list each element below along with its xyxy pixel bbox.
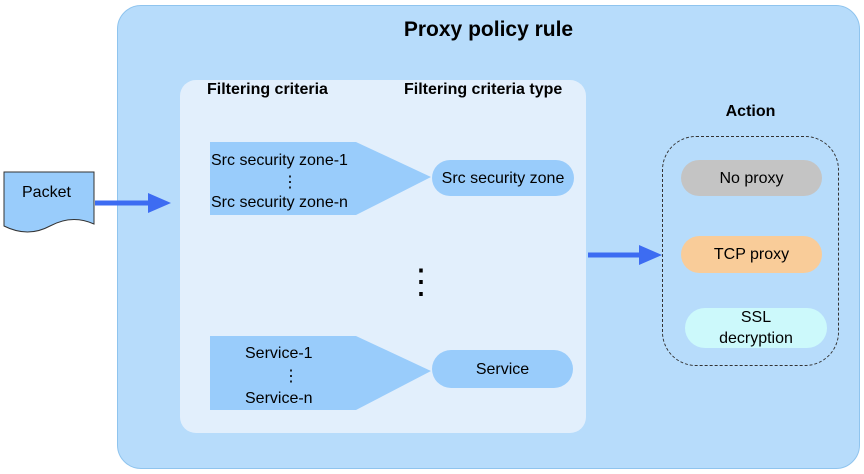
src-zone-ellipsis: ⋮	[282, 174, 298, 191]
src-zone-criteria-shape	[210, 142, 431, 215]
action-box	[662, 136, 839, 366]
src-security-zone-type-pill: Src security zone	[432, 160, 574, 196]
service-type-pill: Service	[432, 350, 573, 388]
no-proxy-action: No proxy	[681, 160, 822, 196]
more-criteria-ellipsis: ⋮	[404, 263, 438, 301]
packet-label: Packet	[22, 184, 71, 201]
src-zone-first-item: Src security zone-1	[211, 152, 348, 169]
diagram-title: Proxy policy rule	[403, 18, 574, 41]
packet-arrow-head	[148, 193, 171, 213]
action-arrow-head	[639, 245, 662, 265]
service-criteria-shape	[210, 336, 431, 410]
ssl-decryption-action: SSL decryption	[685, 308, 827, 348]
service-ellipsis: ⋮	[283, 368, 299, 385]
action-header: Action	[725, 103, 776, 120]
packet-document-shape	[3, 171, 95, 233]
tcp-proxy-action: TCP proxy	[681, 236, 822, 273]
filtering-criteria-type-header: Filtering criteria type	[404, 81, 563, 98]
service-first-item: Service-1	[245, 345, 313, 362]
service-last-item: Service-n	[245, 390, 313, 407]
filtering-criteria-header: Filtering criteria	[207, 81, 328, 98]
src-zone-last-item: Src security zone-n	[211, 194, 348, 211]
